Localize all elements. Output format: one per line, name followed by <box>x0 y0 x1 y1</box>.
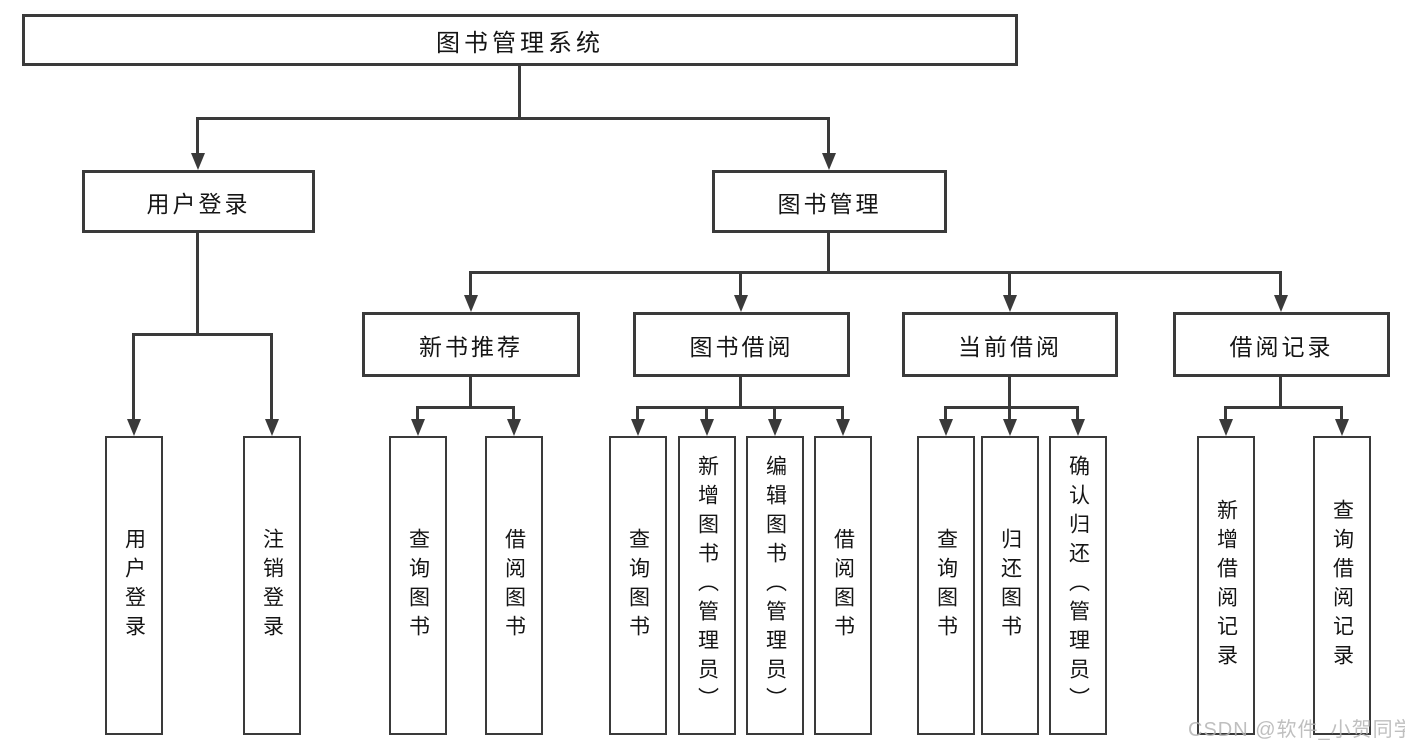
arrowhead-borrow-books <box>836 419 850 436</box>
connector-current-borrow-bar <box>944 406 1079 409</box>
arrowhead-edit-book-admin <box>768 419 782 436</box>
node-current-borrow-label: 当前借阅 <box>958 333 1062 360</box>
arrowhead-borrow-records <box>1274 295 1288 312</box>
leaf-edit-book-admin: 编辑图书（管理员） <box>746 436 804 735</box>
arrowhead-leaf-user-login <box>127 419 141 436</box>
leaf-confirm-return-admin-label: 确认归还（管理员） <box>1066 455 1090 716</box>
arrowhead-current-borrow <box>1003 295 1017 312</box>
connector-root-bar <box>196 117 830 120</box>
connector-drop-add-book-admin <box>705 406 708 421</box>
leaf-confirm-return-admin: 确认归还（管理员） <box>1049 436 1107 735</box>
connector-drop-query-books-borrow <box>636 406 639 421</box>
arrowhead-add-borrow-record <box>1219 419 1233 436</box>
leaf-logout: 注销登录 <box>243 436 301 735</box>
leaf-query-books-borrow-label: 查询图书 <box>626 527 650 644</box>
node-user-login: 用户登录 <box>82 170 315 233</box>
leaf-user-login: 用户登录 <box>105 436 163 735</box>
connector-user-login-bar <box>132 333 273 336</box>
leaf-add-borrow-record-label: 新增借阅记录 <box>1214 498 1238 673</box>
leaf-add-book-admin-label: 新增图书（管理员） <box>695 455 719 716</box>
watermark: CSDN @软件_小贺同学 <box>1188 719 1405 741</box>
node-new-book-recommend-label: 新书推荐 <box>419 333 523 360</box>
arrowhead-confirm-return <box>1071 419 1085 436</box>
node-root-label: 图书管理系统 <box>436 29 604 57</box>
leaf-borrow-books: 借阅图书 <box>814 436 872 735</box>
arrowhead-book-management <box>822 153 836 170</box>
connector-drop-new-book-recommend <box>469 271 472 297</box>
arrowhead-add-book-admin <box>700 419 714 436</box>
connector-drop-borrow-records <box>1279 271 1282 297</box>
arrowhead-query-borrow-record <box>1335 419 1349 436</box>
leaf-return-books-label: 归还图书 <box>998 527 1022 644</box>
connector-book-management-stem <box>827 231 830 273</box>
node-book-borrow: 图书借阅 <box>633 312 850 377</box>
node-book-borrow-label: 图书借阅 <box>689 333 794 360</box>
connector-book-management-bar <box>469 271 1282 274</box>
connector-drop-query-books-current <box>944 406 947 421</box>
connector-current-borrow-stem <box>1008 375 1011 408</box>
connector-borrow-records-bar <box>1224 406 1343 409</box>
connector-drop-confirm-return <box>1076 406 1079 421</box>
arrowhead-new-book-recommend <box>464 295 478 312</box>
connector-drop-borrow-books-recommend <box>512 406 515 421</box>
arrowhead-leaf-logout <box>265 419 279 436</box>
arrowhead-query-books-current <box>939 419 953 436</box>
connector-drop-add-borrow-record <box>1224 406 1227 421</box>
leaf-query-borrow-record: 查询借阅记录 <box>1313 436 1371 735</box>
leaf-edit-book-admin-label: 编辑图书（管理员） <box>763 455 787 716</box>
connector-new-book-recommend-stem <box>469 375 472 408</box>
node-current-borrow: 当前借阅 <box>902 312 1118 377</box>
arrowhead-book-borrow <box>734 295 748 312</box>
connector-drop-book-borrow <box>739 271 742 297</box>
node-book-management: 图书管理 <box>712 170 947 233</box>
arrowhead-user-login <box>191 153 205 170</box>
leaf-borrow-books-recommend-label: 借阅图书 <box>502 527 526 644</box>
leaf-query-books-recommend: 查询图书 <box>389 436 447 735</box>
node-user-login-label: 用户登录 <box>146 190 251 217</box>
leaf-query-borrow-record-label: 查询借阅记录 <box>1330 498 1354 673</box>
leaf-logout-label: 注销登录 <box>260 527 284 644</box>
connector-drop-book-management <box>827 117 830 155</box>
leaf-borrow-books-recommend: 借阅图书 <box>485 436 543 735</box>
leaf-query-books-borrow: 查询图书 <box>609 436 667 735</box>
connector-book-borrow-stem <box>739 375 742 408</box>
arrowhead-query-books-borrow <box>631 419 645 436</box>
connector-drop-user-login <box>196 117 199 155</box>
leaf-query-books-current-label: 查询图书 <box>934 527 958 644</box>
leaf-query-books-current: 查询图书 <box>917 436 975 735</box>
arrowhead-query-books-recommend <box>411 419 425 436</box>
leaf-user-login-label: 用户登录 <box>122 527 146 644</box>
node-borrow-records: 借阅记录 <box>1173 312 1390 377</box>
leaf-return-books: 归还图书 <box>981 436 1039 735</box>
connector-drop-borrow-books <box>841 406 844 421</box>
connector-user-login-stem <box>196 231 199 335</box>
connector-drop-leaf-logout <box>270 333 273 421</box>
node-book-management-label: 图书管理 <box>777 190 882 217</box>
leaf-add-book-admin: 新增图书（管理员） <box>678 436 736 735</box>
connector-drop-leaf-user-login <box>132 333 135 421</box>
connector-new-book-recommend-bar <box>416 406 515 409</box>
arrowhead-return-books <box>1003 419 1017 436</box>
node-borrow-records-label: 借阅记录 <box>1229 333 1334 360</box>
arrowhead-borrow-books-recommend <box>507 419 521 436</box>
connector-drop-edit-book-admin <box>773 406 776 421</box>
connector-drop-return-books <box>1008 406 1011 421</box>
connector-drop-query-books-recommend <box>416 406 419 421</box>
leaf-query-books-recommend-label: 查询图书 <box>406 527 430 644</box>
node-root: 图书管理系统 <box>22 14 1018 66</box>
connector-root-stem <box>518 64 521 119</box>
connector-drop-query-borrow-record <box>1340 406 1343 421</box>
connector-borrow-records-stem <box>1279 375 1282 408</box>
connector-book-borrow-bar <box>636 406 844 409</box>
connector-drop-current-borrow <box>1008 271 1011 297</box>
node-new-book-recommend: 新书推荐 <box>362 312 580 377</box>
leaf-add-borrow-record: 新增借阅记录 <box>1197 436 1255 735</box>
leaf-borrow-books-label: 借阅图书 <box>831 527 855 644</box>
